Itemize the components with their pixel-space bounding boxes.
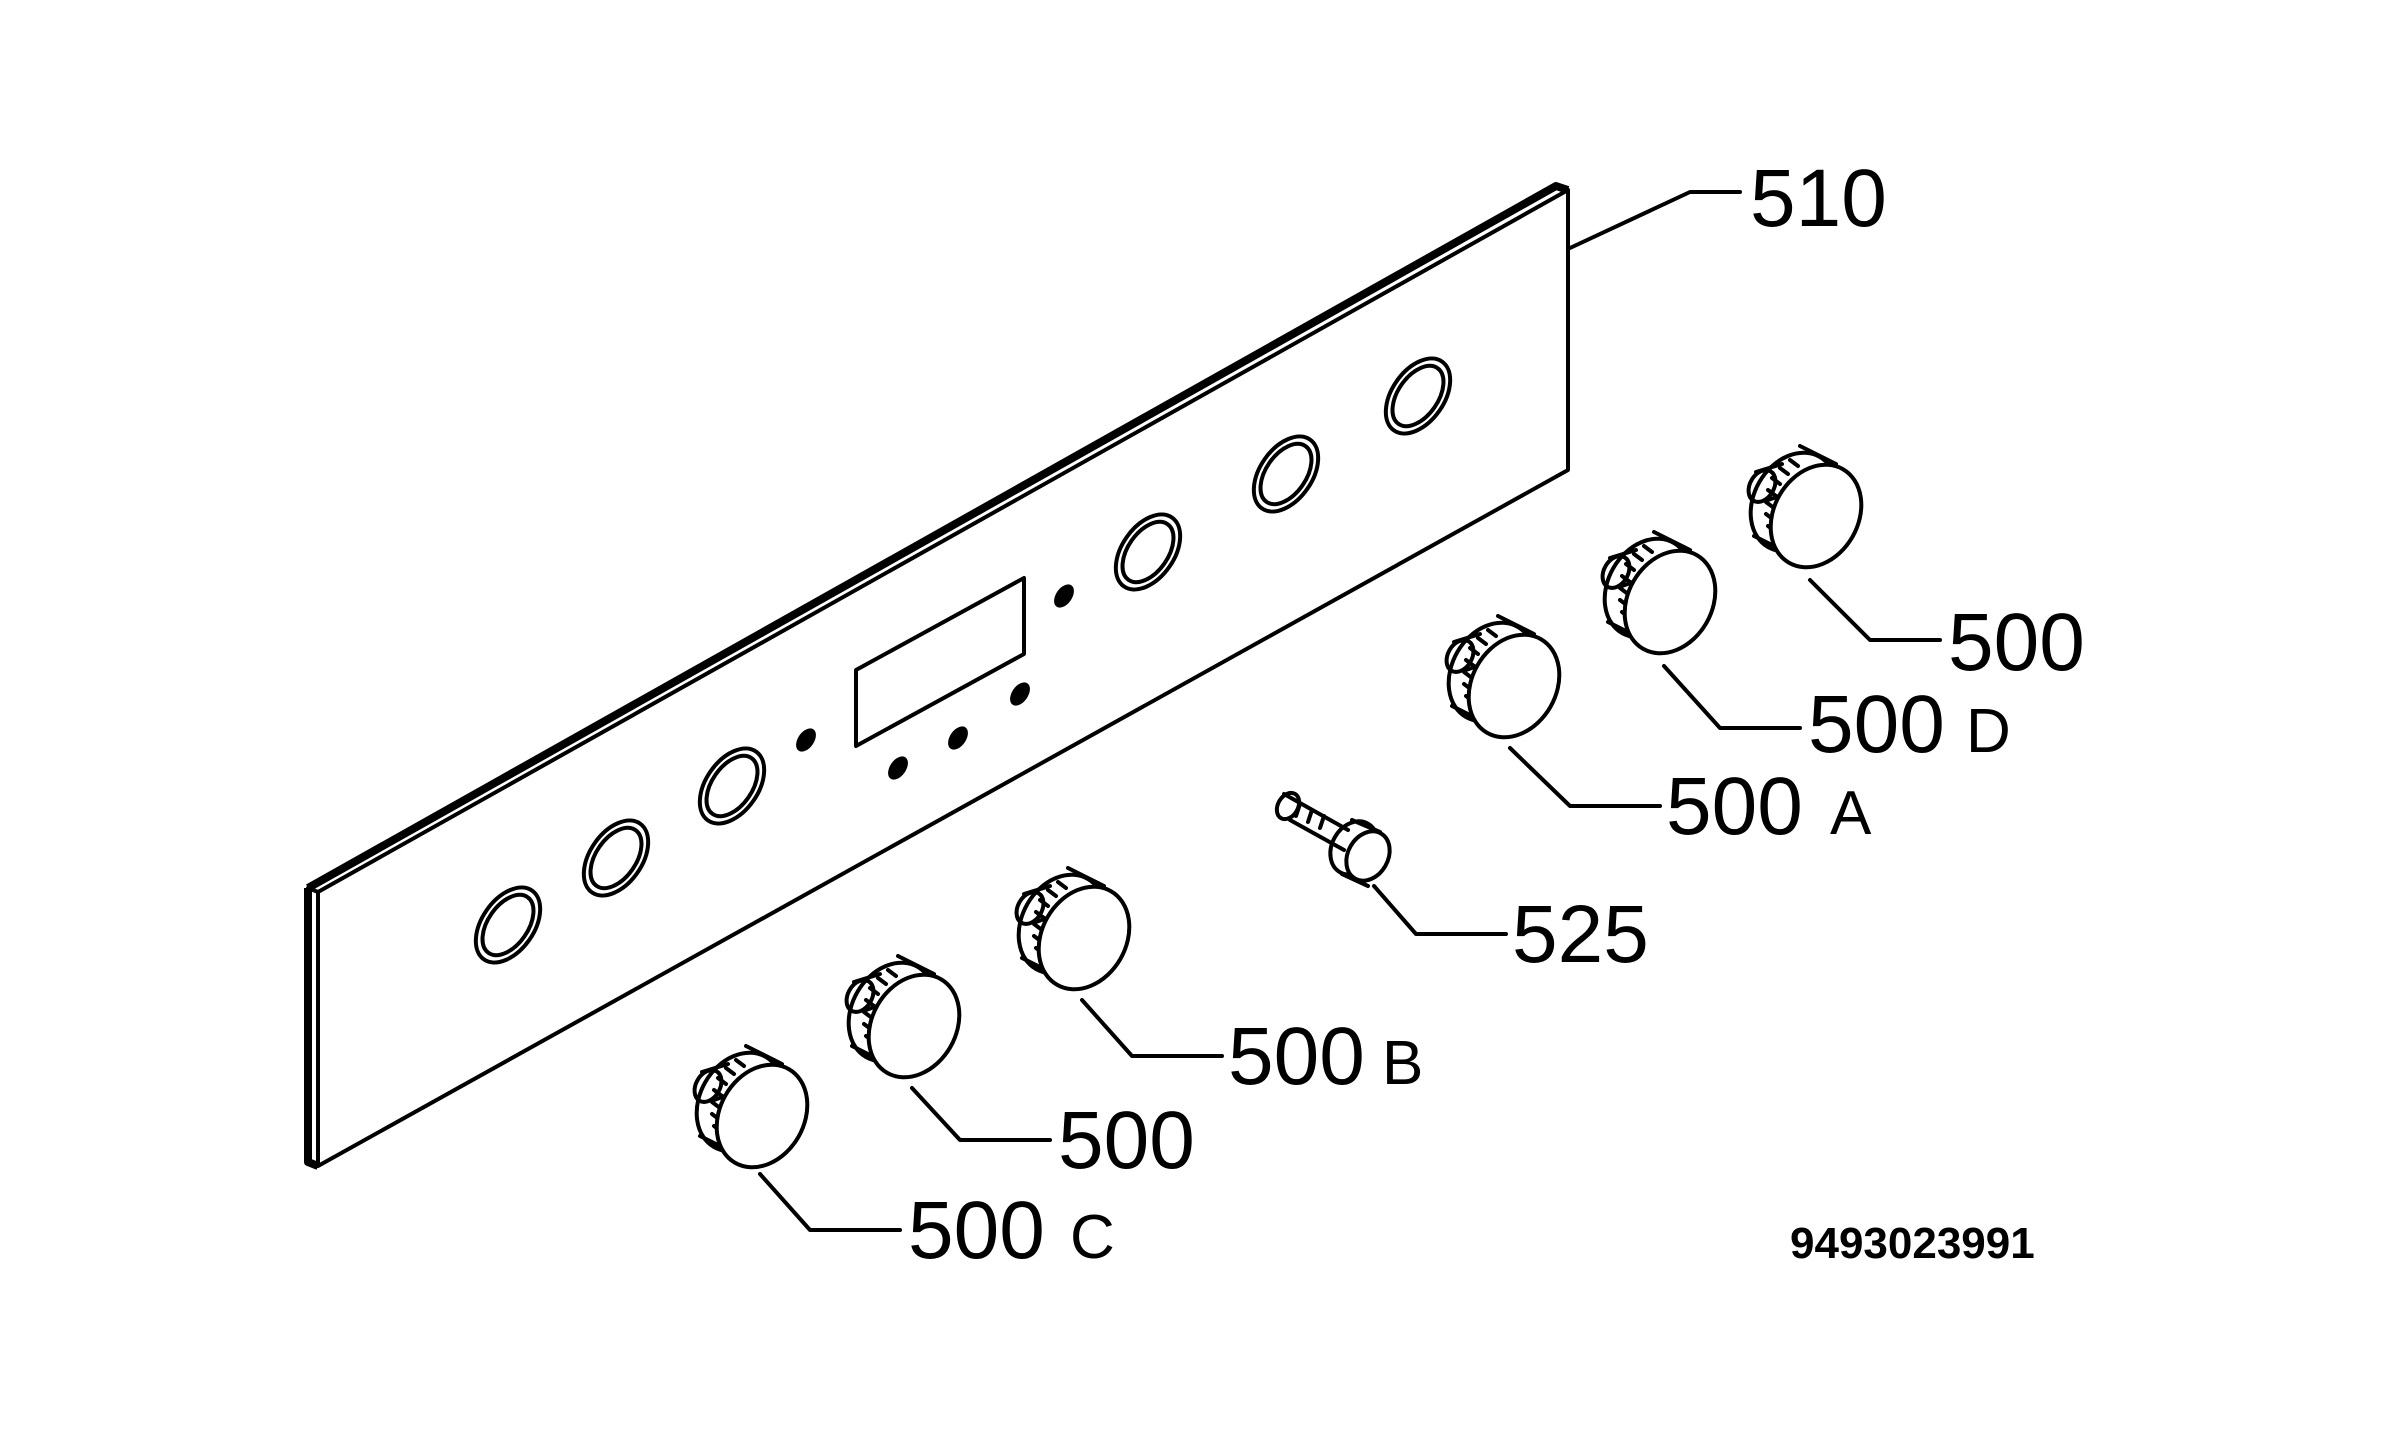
label-500a-suffix: A	[1830, 779, 1872, 848]
knob-500b	[999, 856, 1150, 1008]
label-500-bottom: 500	[1058, 1095, 1195, 1186]
knob-500-top-right	[1731, 434, 1882, 586]
label-510: 510	[1750, 153, 1887, 244]
label-525: 525	[1512, 889, 1649, 980]
leader-lines	[758, 190, 1942, 1232]
label-500c-number: 500	[908, 1185, 1045, 1276]
knob-500a	[1429, 604, 1580, 756]
drawing-number: 9493023991	[1790, 1219, 2035, 1268]
panel-button-holes	[796, 584, 1074, 780]
label-500-top-right: 500	[1948, 597, 2085, 688]
knob-500c	[677, 1034, 828, 1186]
label-500c-suffix: C	[1070, 1203, 1115, 1272]
label-500b-suffix: B	[1382, 1029, 1423, 1098]
panel-display-window	[854, 576, 1026, 748]
label-500b-number: 500	[1228, 1011, 1365, 1102]
knob-500-bottom	[829, 944, 980, 1096]
label-500d-suffix: D	[1966, 697, 2011, 766]
control-panel	[304, 182, 1570, 1170]
label-500d-number: 500	[1808, 679, 1945, 770]
label-500a-number: 500	[1666, 761, 1803, 852]
panel-knob-holes	[473, 356, 1453, 965]
knob-500d	[1585, 520, 1736, 672]
screw-525	[1274, 790, 1392, 888]
